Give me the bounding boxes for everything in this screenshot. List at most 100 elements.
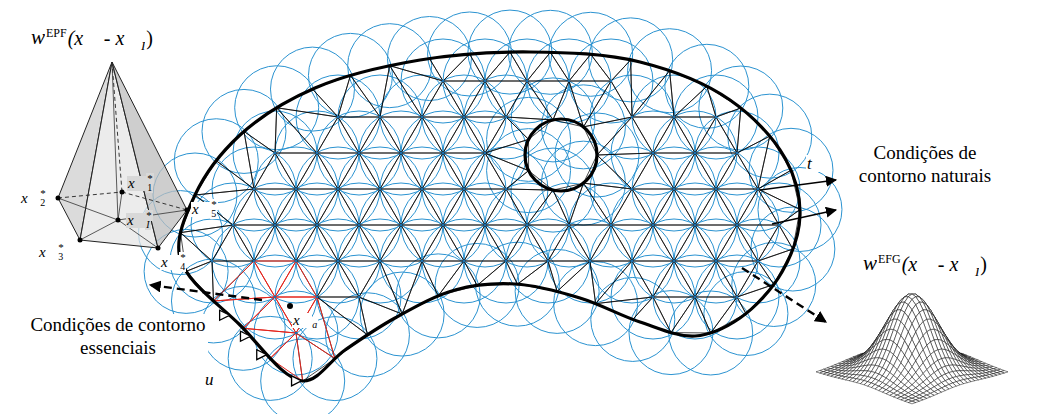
influence-circle <box>422 219 506 303</box>
mesh-triangle <box>338 225 380 261</box>
influence-circle <box>695 111 779 195</box>
mesh-node <box>484 152 487 155</box>
influence-circle <box>296 75 380 159</box>
mesh-node <box>526 224 529 227</box>
node-coordinate-label: x⃗ <box>20 191 40 206</box>
influence-circle <box>674 219 758 303</box>
influence-circle <box>380 75 464 159</box>
mesh-node <box>757 188 760 191</box>
mesh-triangle <box>716 261 758 297</box>
mesh-node <box>400 152 403 155</box>
mesh-triangle <box>443 153 485 189</box>
mesh-triangle <box>611 189 653 225</box>
support-symbol <box>240 331 250 341</box>
support-symbol <box>257 350 267 360</box>
mesh-triangle <box>590 225 632 261</box>
integration-cell <box>243 328 296 358</box>
mesh-triangle <box>464 81 506 117</box>
mesh-triangle <box>401 225 443 261</box>
influence-circle <box>422 147 506 231</box>
mesh-triangle <box>485 139 529 170</box>
mesh-triangle <box>548 261 590 291</box>
influence-circle <box>191 183 275 267</box>
mesh-node <box>736 224 739 227</box>
mesh-triangle <box>737 189 779 225</box>
mesh-triangle <box>422 117 464 153</box>
mesh-node <box>715 188 718 191</box>
mesh-node <box>673 188 676 191</box>
influence-circle <box>695 255 779 339</box>
mesh-node <box>505 260 508 263</box>
mesh-node <box>295 332 298 335</box>
mesh-triangle <box>317 261 359 297</box>
mesh-node <box>421 188 424 191</box>
mesh-node <box>253 260 256 263</box>
mesh-triangle <box>569 54 611 81</box>
gaussian-weight-surface <box>816 294 1008 404</box>
mesh-triangle <box>695 189 737 225</box>
influence-circle <box>590 147 674 231</box>
mesh-node <box>421 116 424 119</box>
mesh-triangle <box>422 81 464 117</box>
mesh-node <box>274 152 277 155</box>
node-coordinate-label: x⃗ <box>160 255 180 270</box>
formula-symbol: EPF <box>45 27 68 39</box>
mesh-triangle <box>506 81 553 120</box>
gauss-point <box>287 303 293 309</box>
influence-circle <box>401 39 485 123</box>
boundary-condition-label: Condições de contorno naturais <box>838 142 1012 188</box>
mesh-node <box>442 80 445 83</box>
influence-circle <box>632 219 716 303</box>
mesh-triangle <box>244 108 277 153</box>
mesh-triangle <box>632 71 674 117</box>
node-coordinate-label: * <box>39 188 47 199</box>
mesh-node <box>568 80 571 83</box>
mesh-triangle <box>338 189 380 225</box>
pyramid-node <box>56 196 61 201</box>
mesh-triangle <box>583 183 632 225</box>
mesh-triangle <box>674 225 716 261</box>
influence-circle <box>401 111 485 195</box>
influence-circle <box>296 147 380 231</box>
mesh-triangle <box>674 86 716 117</box>
mesh-triangle <box>443 81 485 117</box>
influence-domains <box>138 10 842 414</box>
triangulation <box>179 51 801 382</box>
influence-circle <box>590 219 674 303</box>
node-coordinate-label: x⃗ <box>191 202 211 217</box>
mesh-triangle <box>611 225 653 261</box>
integration-cell <box>213 297 275 328</box>
mesh-triangle <box>758 249 793 284</box>
pyramid-node <box>116 218 121 223</box>
mesh-triangle <box>380 153 422 189</box>
mesh-triangle <box>338 261 380 297</box>
mesh-triangle <box>632 153 674 189</box>
mesh-triangle <box>671 297 711 333</box>
influence-circle <box>359 111 443 195</box>
node-coordinate-label: I <box>145 220 150 230</box>
mesh-triangle <box>716 108 741 153</box>
pyramid-node <box>120 190 125 195</box>
mesh-triangle <box>716 225 758 261</box>
mesh-triangle <box>443 117 485 153</box>
influence-circle <box>212 219 296 303</box>
mesh-node <box>778 224 781 227</box>
mesh-node <box>589 260 592 263</box>
mesh-triangle <box>277 108 338 153</box>
mesh-triangle <box>317 225 359 261</box>
mesh-node <box>673 116 676 119</box>
influence-circle <box>317 183 401 267</box>
influence-circle <box>443 183 527 267</box>
mesh-triangle <box>695 153 737 189</box>
mesh-node <box>484 224 487 227</box>
influence-circle <box>464 75 548 159</box>
mesh-triangle <box>758 225 793 261</box>
node-coordinate-label: * <box>57 242 65 253</box>
point-label: a <box>311 320 318 330</box>
mesh-node <box>211 260 214 263</box>
inner-edge <box>112 62 118 220</box>
mesh-triangle <box>233 189 275 225</box>
traction-arrow <box>772 210 836 224</box>
mesh-node <box>337 116 340 119</box>
